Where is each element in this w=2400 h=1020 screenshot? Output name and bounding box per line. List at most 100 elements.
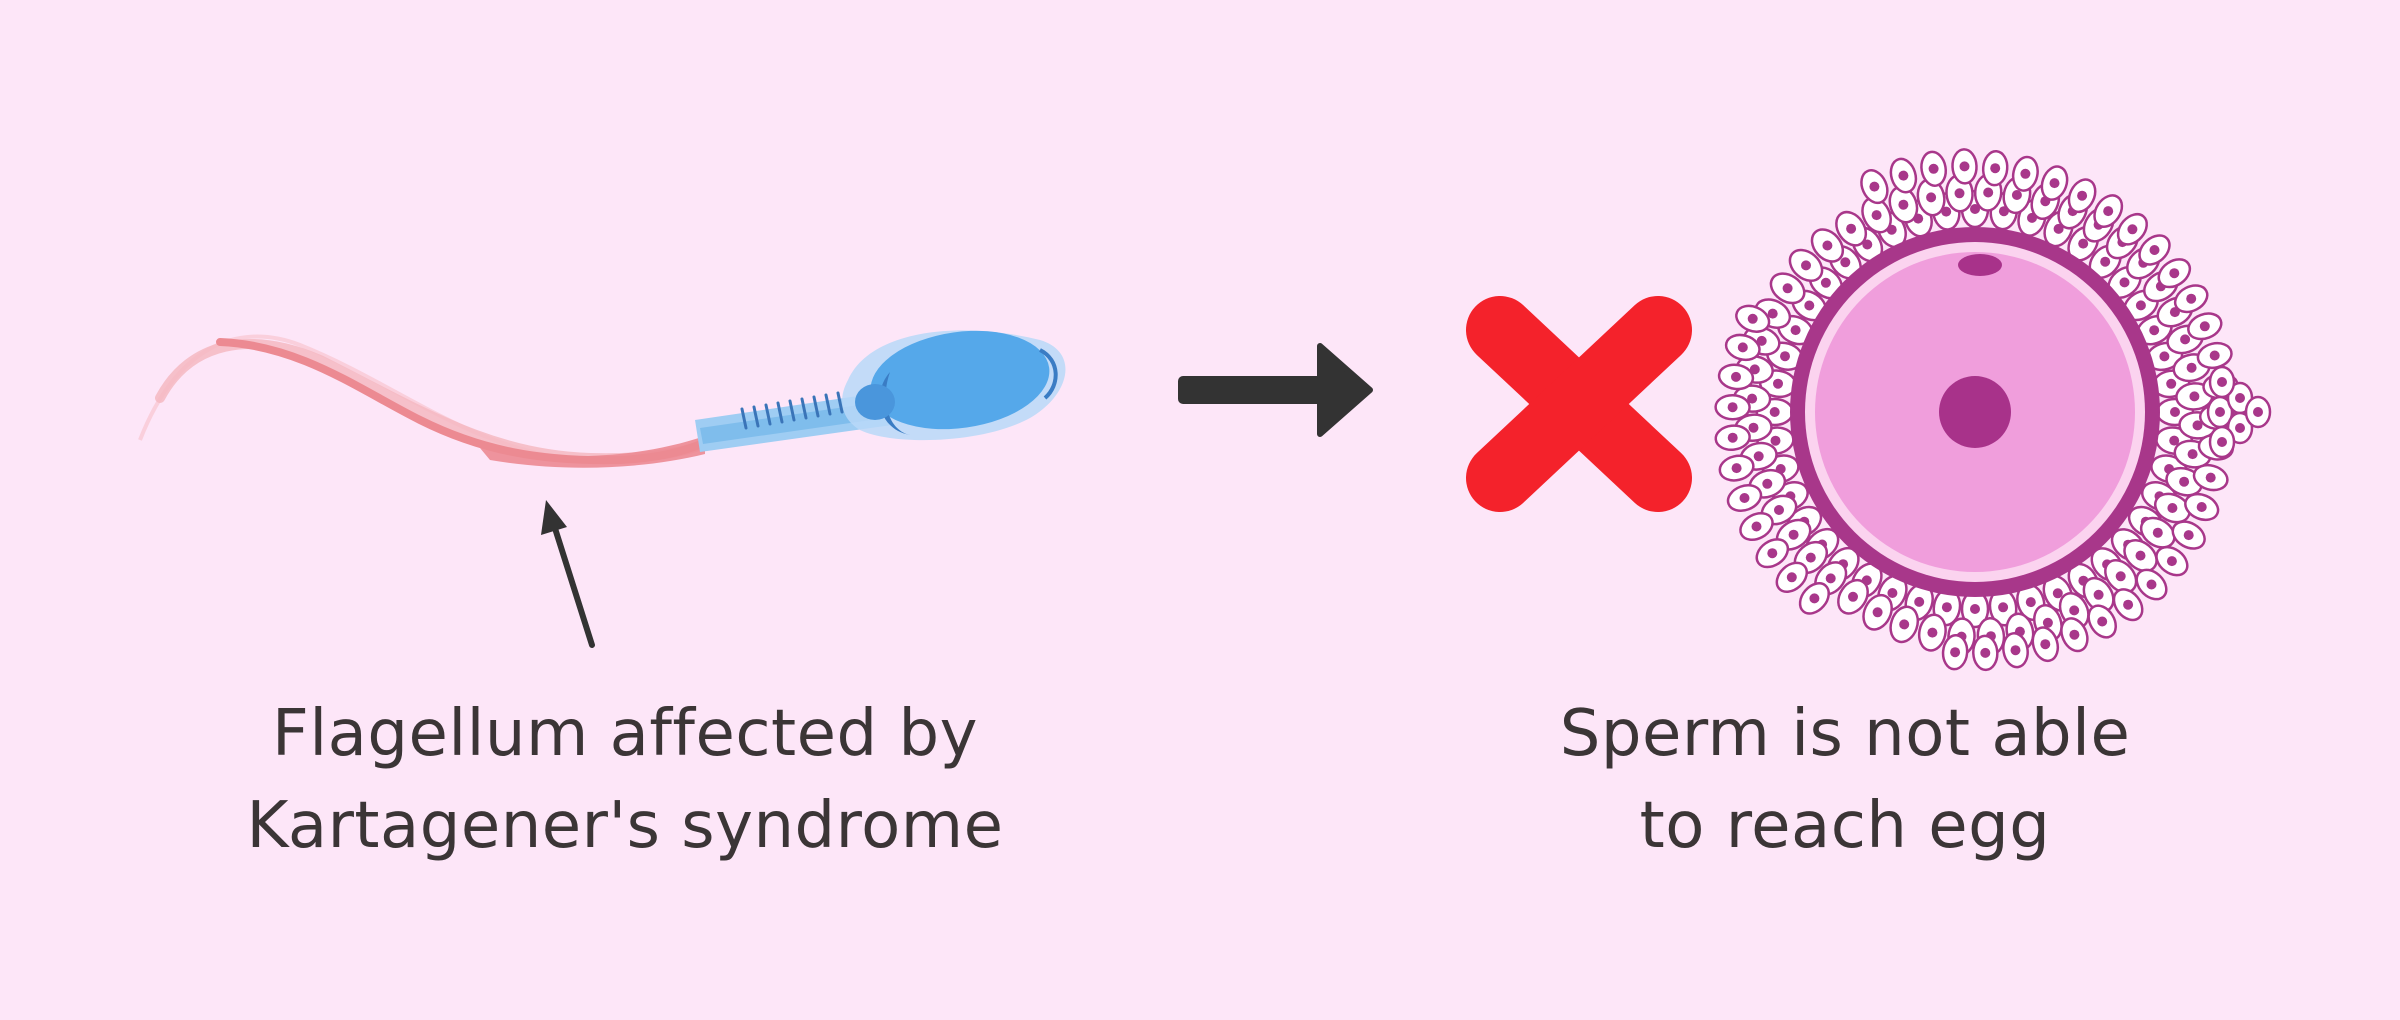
corona-cell-nucleus [2179,476,2190,487]
corona-cell-nucleus [2152,527,2163,538]
corona-cell-nucleus [2192,420,2203,431]
corona-cell-nucleus [1747,313,1758,324]
corona-cell-nucleus [1751,521,1762,532]
corona-cell-nucleus [2187,449,2198,460]
corona-cell-nucleus [2078,238,2089,249]
corona-cell-nucleus [1809,593,1820,604]
corona-cell-nucleus [2196,502,2207,512]
corona-cell-nucleus [2040,639,2051,650]
corona-cell-nucleus [2052,588,2063,599]
corona-cell-nucleus [1749,364,1760,375]
egg-cell-illustration [1714,148,2272,672]
corona-cell-nucleus [1871,210,1882,221]
corona-cell-nucleus [1980,647,1991,658]
corona-cell-nucleus [2049,178,2060,189]
corona-cell-nucleus [2235,393,2245,403]
corona-cell-nucleus [1782,283,1793,294]
corona-cell-nucleus [2189,391,2200,402]
corona-cell-nucleus [2217,437,2227,447]
corona-cell-nucleus [1941,602,1952,613]
corona-radiata-cells [1714,148,2272,672]
corona-cell-nucleus [1927,627,1938,638]
corona-cell-nucleus [2205,472,2216,483]
corona-cell-nucleus [1822,240,1833,251]
flagellum-caption-line-2: Kartagener's syndrome [246,789,1004,863]
corona-cell-nucleus [1767,308,1778,319]
corona-cell-nucleus [2115,571,2126,582]
corona-cell-nucleus [1774,505,1784,515]
corona-cell-nucleus [1941,206,1952,217]
corona-cell-nucleus [2123,599,2134,610]
corona-cell-nucleus [1805,552,1816,563]
corona-cell-nucleus [1862,239,1873,250]
corona-cell-nucleus [1727,432,1738,443]
outcome-caption: Sperm is not able to reach egg [1420,688,2270,872]
corona-cell-nucleus [1737,342,1748,353]
pointer-arrow-icon [541,500,595,648]
right-arrow-icon [1178,343,1373,437]
outcome-caption-line-1: Sperm is not able [1559,697,2131,771]
corona-cell-nucleus [2077,190,2088,201]
outcome-caption-line-2: to reach egg [1639,789,2051,863]
corona-cell-nucleus [2166,378,2177,389]
corona-cell-nucleus [1848,591,1858,602]
corona-cell-nucleus [2011,190,2022,200]
corona-cell-nucleus [1773,378,1783,389]
corona-cell-nucleus [1727,402,1738,413]
corona-cell-nucleus [1790,325,1801,336]
corona-cell-nucleus [1970,604,1980,614]
corona-cell-nucleus [1950,647,1961,658]
sperm-illustration [138,330,1066,468]
corona-cell-nucleus [1898,170,1909,181]
corona-cell-nucleus [1898,199,1909,210]
corona-cell-nucleus [1899,619,1910,630]
corona-cell-nucleus [2025,597,2036,608]
corona-cell-nucleus [1887,588,1898,598]
corona-cell-nucleus [2010,645,2021,656]
corona-cell-nucleus [2093,589,2104,600]
corona-cell-nucleus [1801,260,1811,271]
corona-cell-nucleus [1825,573,1836,584]
egg-nucleus [1939,376,2011,448]
corona-cell-nucleus [2166,556,2177,567]
corona-cell-nucleus [2217,377,2227,387]
corona-cell-nucleus [1804,300,1815,311]
corona-cell-nucleus [1767,548,1778,559]
corona-cell-nucleus [2183,530,2194,541]
flagellum-caption: Flagellum affected by Kartagener's syndr… [200,688,1050,872]
polar-body [1958,254,2002,276]
corona-cell-nucleus [1959,161,1970,172]
corona-cell-nucleus [2169,435,2180,446]
corona-cell-nucleus [2186,293,2197,304]
flagellum-tail [138,334,715,468]
corona-cell-nucleus [1970,204,1980,214]
corona-cell-nucleus [1762,478,1773,489]
corona-cell-nucleus [2159,351,2170,362]
corona-cell-nucleus [2167,503,2178,513]
corona-cell-nucleus [2053,223,2064,234]
corona-cell-nucleus [1928,163,1939,174]
corona-cell-nucleus [1983,187,1994,198]
red-x-icon [1466,296,1692,512]
corona-cell-nucleus [2069,605,2080,616]
corona-cell-nucleus [2209,350,2220,361]
corona-cell-nucleus [1786,572,1797,583]
corona-cell-nucleus [1998,602,2009,613]
corona-cell-nucleus [2146,579,2157,590]
corona-cell-nucleus [1846,223,1857,234]
corona-cell-nucleus [1820,277,1831,288]
corona-cell-nucleus [1756,335,1767,346]
corona-cell-nucleus [2199,321,2210,332]
corona-cell-nucleus [1748,422,1759,433]
corona-cell-nucleus [1869,181,1880,192]
corona-cell-nucleus [2069,629,2080,640]
corona-cell-nucleus [1769,407,1780,417]
corona-cell-nucleus [1840,257,1851,268]
corona-cell-nucleus [1739,493,1750,503]
corona-cell-nucleus [2103,206,2114,217]
corona-cell-nucleus [1753,451,1764,462]
corona-cell-nucleus [2020,168,2031,179]
corona-cell-nucleus [1954,188,1965,199]
